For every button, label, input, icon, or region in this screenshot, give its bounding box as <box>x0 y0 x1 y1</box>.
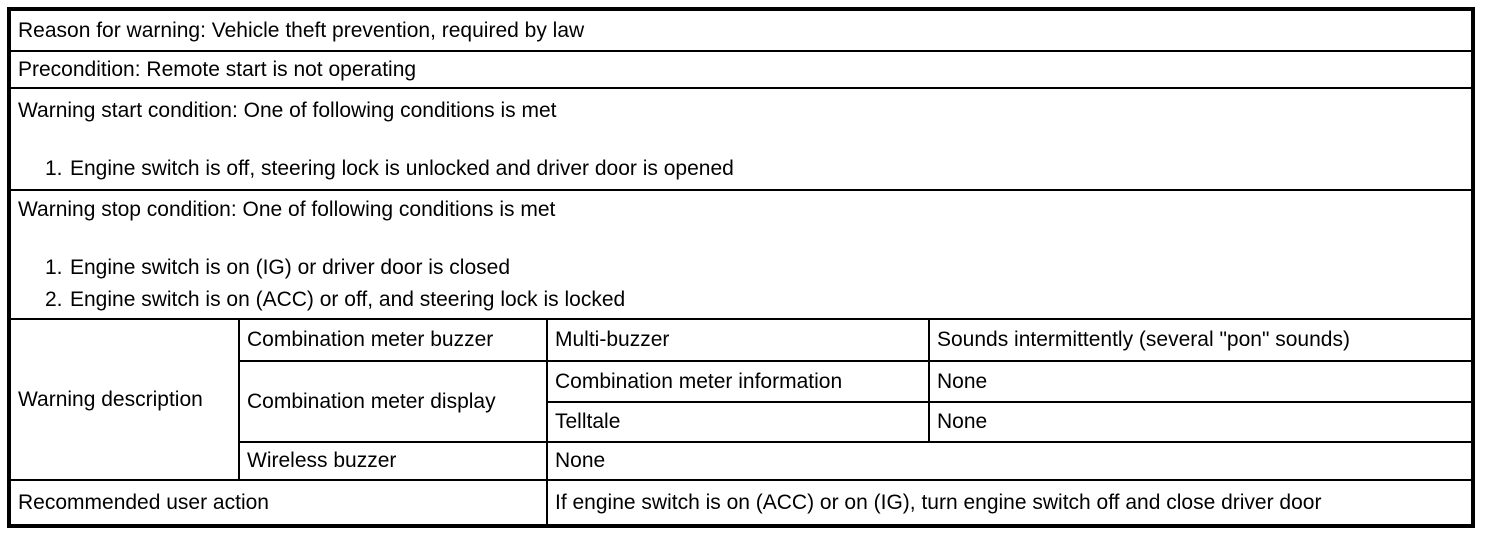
table-row-combination-meter-information: Combination meter display Combination me… <box>9 360 1475 443</box>
reason-for-warning-cell: Reason for warning: Vehicle theft preven… <box>7 8 1475 52</box>
table-row-telltale: Telltale None <box>9 401 1475 443</box>
list-item: 1. Engine switch is off, steering lock is… <box>18 153 1465 185</box>
warning-start-condition-cell: Warning start condition: One of followin… <box>7 87 1475 191</box>
behavior-cell-wireless-buzzer: None <box>545 441 1475 481</box>
device-cell-combination-meter-display: Combination meter display <box>238 360 548 443</box>
behavior-cell-multi-buzzer: Sounds intermittently (several "pon" sou… <box>927 318 1475 362</box>
table-row-recommended-action: Recommended user action If engine switch… <box>8 479 1475 527</box>
behavior-cell-combination-meter-information: None <box>927 360 1475 403</box>
warning-start-list: 1. Engine switch is off, steering lock is… <box>18 153 1465 185</box>
recommended-action-value-cell: If engine switch is on (ACC) or on (IG),… <box>545 479 1475 527</box>
warning-start-header: Warning start condition: One of followin… <box>18 98 557 122</box>
table-row-warning-stop: Warning stop condition: One of following… <box>7 189 1475 320</box>
list-item: 2. Engine switch is on (ACC) or off, and … <box>18 284 1465 316</box>
device-cell-wireless-buzzer: Wireless buzzer <box>238 441 548 481</box>
table-row-combination-meter-buzzer: Warning description Combination meter bu… <box>8 318 1475 481</box>
warning-stop-condition-cell: Warning stop condition: One of following… <box>7 189 1475 320</box>
list-item-number: 1. <box>45 256 63 279</box>
list-item-number: 1. <box>45 156 63 180</box>
precondition-cell: Precondition: Remote start is not operat… <box>7 50 1475 89</box>
warning-description-label-cell: Warning description <box>8 318 240 481</box>
warning-spec-table: Reason for warning: Vehicle theft preven… <box>7 7 1476 528</box>
list-item-text: Engine switch is on (IG) or driver door … <box>70 256 511 279</box>
channel-cell-telltale: Telltale <box>546 401 930 443</box>
recommended-action-label-cell: Recommended user action <box>8 479 548 527</box>
list-item: 1. Engine switch is on (IG) or driver doo… <box>18 252 1465 284</box>
channel-cell-combination-meter-information: Combination meter information <box>546 360 930 403</box>
list-item-number: 2. <box>45 288 63 311</box>
table-row-precondition: Precondition: Remote start is not operat… <box>7 50 1475 89</box>
channel-cell-multi-buzzer: Multi-buzzer <box>546 318 930 362</box>
device-cell-combination-meter-buzzer: Combination meter buzzer <box>238 318 548 362</box>
table-row-reason: Reason for warning: Vehicle theft preven… <box>7 8 1475 52</box>
warning-stop-header: Warning stop condition: One of following… <box>18 198 556 221</box>
table-row-wireless-buzzer: Wireless buzzer None <box>9 441 1475 481</box>
list-item-text: Engine switch is off, steering lock is u… <box>70 156 734 180</box>
warning-stop-list: 1. Engine switch is on (IG) or driver doo… <box>18 252 1465 316</box>
table-row-warning-start: Warning start condition: One of followin… <box>7 87 1475 191</box>
behavior-cell-telltale: None <box>927 401 1475 443</box>
list-item-text: Engine switch is on (ACC) or off, and st… <box>70 288 626 311</box>
